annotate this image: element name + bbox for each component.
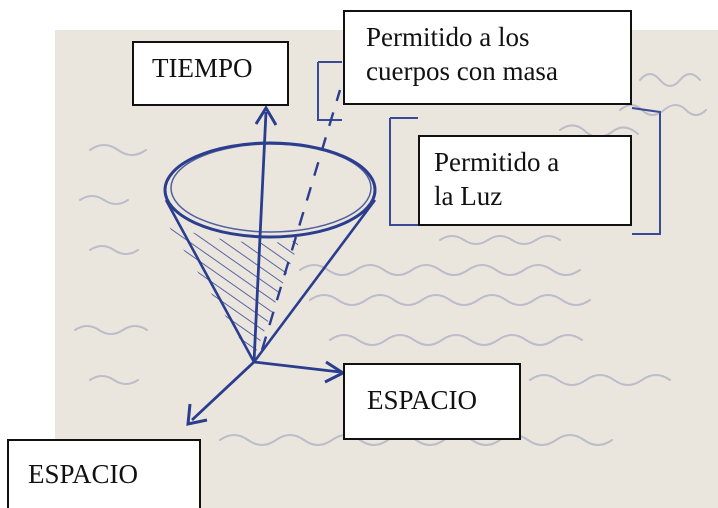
label-espacio-left: ESPACIO xyxy=(7,439,201,508)
cone-hatched-interior xyxy=(168,225,300,360)
label-light: Permitido a la Luz xyxy=(418,135,632,226)
time-axis-arrowhead xyxy=(254,105,278,126)
massive-body-worldline xyxy=(260,89,342,351)
label-tiempo-text: TIEMPO xyxy=(152,53,253,83)
label-espacio-right: ESPACIO xyxy=(343,363,521,440)
cone-rim-retrace xyxy=(170,143,372,233)
label-espacio-right-text: ESPACIO xyxy=(367,385,478,415)
cone-right-side xyxy=(252,199,377,363)
time-axis-arrow xyxy=(252,111,268,363)
space-axis-right xyxy=(253,360,341,374)
label-massive-bodies-line-2: cuerpos con masa xyxy=(366,56,558,86)
label-espacio-left-text: ESPACIO xyxy=(28,459,139,489)
faint-handwriting xyxy=(74,73,707,446)
label-light-line-2: la Luz xyxy=(434,181,503,211)
label-massive-bodies: Permitido a los cuerpos con masa xyxy=(343,10,632,105)
space-axis-left-arrowhead xyxy=(186,403,208,426)
label-light-line-1: Permitido a xyxy=(434,147,560,177)
label-tiempo: TIEMPO xyxy=(132,41,289,106)
label-massive-bodies-line-1: Permitido a los xyxy=(366,22,530,52)
sketched-frame xyxy=(317,61,661,235)
space-axis-left xyxy=(191,360,255,422)
cone-rim xyxy=(163,141,377,239)
cone-left-side xyxy=(164,199,256,363)
